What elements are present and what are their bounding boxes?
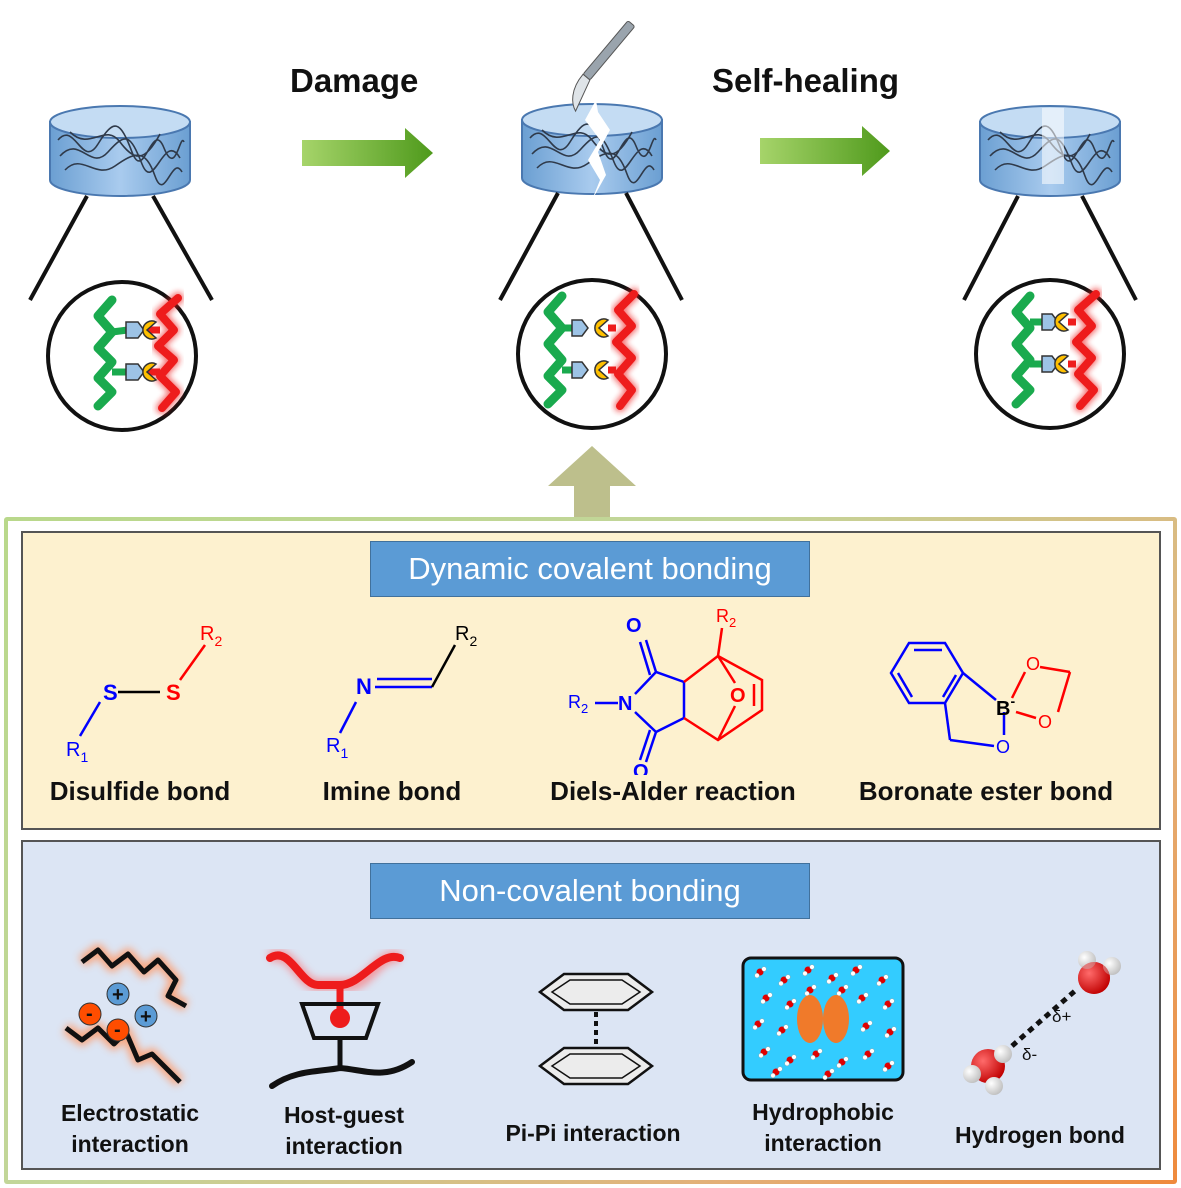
boronate-ester-structure: B- O O O	[889, 641, 1072, 757]
svg-text:δ+: δ+	[1052, 1007, 1071, 1026]
boronate-label: Boronate ester bond	[858, 776, 1114, 806]
svg-text:-: -	[86, 1003, 93, 1025]
disulfide-label: Disulfide bond	[49, 776, 231, 806]
damage-label: Damage	[290, 62, 419, 99]
svg-text:+: +	[140, 1006, 152, 1028]
svg-text:O: O	[633, 761, 649, 775]
pi-pi-label: Pi-Pi interaction	[505, 1120, 681, 1146]
self-healing-label: Self-healing	[712, 62, 900, 99]
hydrophobic-illustration	[741, 956, 905, 1082]
dynamic-covalent-structures: S S R1 R2 N R1 R2 R2 N O O O R2	[66, 606, 1072, 775]
dynamic-covalent-title: Dynamic covalent bonding	[370, 541, 810, 597]
svg-text:S: S	[166, 680, 181, 705]
svg-text:R1: R1	[326, 735, 348, 761]
svg-text:O: O	[730, 685, 746, 707]
healing-process-illustration	[28, 20, 1138, 519]
pi-pi-illustration	[537, 972, 655, 1086]
svg-text:S: S	[103, 680, 118, 705]
svg-text:-: -	[114, 1019, 121, 1041]
svg-text:R2: R2	[568, 692, 588, 716]
svg-text:+: +	[112, 984, 124, 1006]
svg-text:O: O	[996, 737, 1010, 757]
hydrogen-bond-label: Hydrogen bond	[955, 1122, 1125, 1148]
svg-text:B-: B-	[996, 693, 1015, 720]
imine-structure: N R1 R2	[326, 623, 477, 761]
noncovalent-illustrations: + + - -	[62, 944, 1121, 1095]
hydrogen-bond-illustration: δ+ δ-	[963, 951, 1121, 1095]
svg-text:R1: R1	[66, 739, 88, 765]
noncovalent-title: Non-covalent bonding	[370, 863, 810, 919]
svg-text:R2: R2	[455, 623, 477, 649]
imine-label: Imine bond	[322, 776, 462, 806]
svg-text:δ-: δ-	[1022, 1045, 1037, 1064]
diels-alder-structure: R2 N O O O R2	[568, 606, 764, 775]
host-guest-label: Host-guest interaction	[283, 1102, 405, 1159]
svg-text:N: N	[618, 693, 632, 715]
hydrophobic-label: Hydrophobic interaction	[752, 1099, 894, 1156]
svg-text:O: O	[626, 615, 642, 637]
host-guest-illustration	[266, 949, 415, 1089]
diels-alder-label: Diels-Alder reaction	[550, 776, 796, 806]
disulfide-structure: S S R1 R2	[66, 623, 222, 765]
svg-text:R2: R2	[200, 623, 222, 649]
electrostatic-illustration: + + - -	[62, 944, 189, 1087]
svg-text:R2: R2	[716, 606, 736, 630]
svg-text:O: O	[1026, 654, 1040, 674]
svg-text:N: N	[356, 674, 372, 699]
svg-text:O: O	[1038, 712, 1052, 732]
electrostatic-label: Electrostatic interaction	[60, 1100, 200, 1157]
